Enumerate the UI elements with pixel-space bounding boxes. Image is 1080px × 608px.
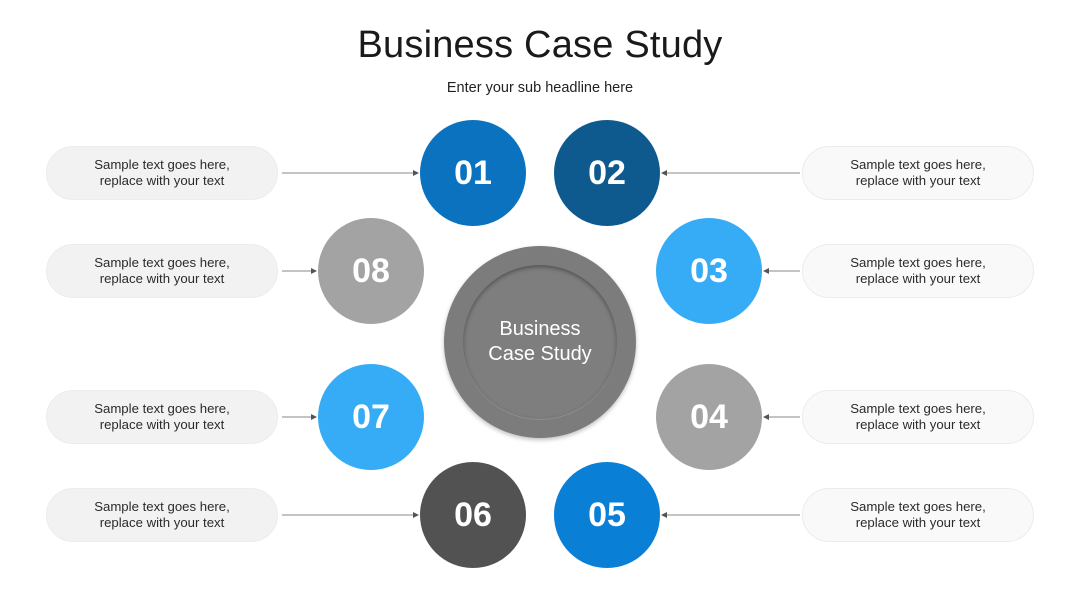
text-card-03-label: Sample text goes here, replace with your…: [850, 255, 986, 286]
text-card-06-label: Sample text goes here, replace with your…: [94, 499, 230, 530]
center-hub: Business Case Study: [444, 246, 636, 438]
text-card-02-label: Sample text goes here, replace with your…: [850, 157, 986, 188]
text-card-03: Sample text goes here, replace with your…: [802, 244, 1034, 298]
step-circle-04: 04: [656, 364, 762, 470]
text-card-07: Sample text goes here, replace with your…: [46, 390, 278, 444]
text-card-05-label: Sample text goes here, replace with your…: [850, 499, 986, 530]
text-card-08-label: Sample text goes here, replace with your…: [94, 255, 230, 286]
text-card-01-label: Sample text goes here, replace with your…: [94, 157, 230, 188]
step-circle-06: 06: [420, 462, 526, 568]
center-hub-label: Business Case Study: [488, 318, 592, 365]
text-card-07-label: Sample text goes here, replace with your…: [94, 401, 230, 432]
text-card-08: Sample text goes here, replace with your…: [46, 244, 278, 298]
text-card-05: Sample text goes here, replace with your…: [802, 488, 1034, 542]
step-circle-03: 03: [656, 218, 762, 324]
text-card-04-label: Sample text goes here, replace with your…: [850, 401, 986, 432]
center-hub-inner: Business Case Study: [463, 265, 617, 419]
step-circle-07: 07: [318, 364, 424, 470]
page-subtitle: Enter your sub headline here: [446, 80, 634, 96]
text-card-01: Sample text goes here, replace with your…: [46, 146, 278, 200]
page-title: Business Case Study: [357, 24, 723, 66]
text-card-02: Sample text goes here, replace with your…: [802, 146, 1034, 200]
step-circle-05: 05: [554, 462, 660, 568]
text-card-04: Sample text goes here, replace with your…: [802, 390, 1034, 444]
step-circle-08: 08: [318, 218, 424, 324]
text-card-06: Sample text goes here, replace with your…: [46, 488, 278, 542]
step-circle-02: 02: [554, 120, 660, 226]
step-circle-01: 01: [420, 120, 526, 226]
